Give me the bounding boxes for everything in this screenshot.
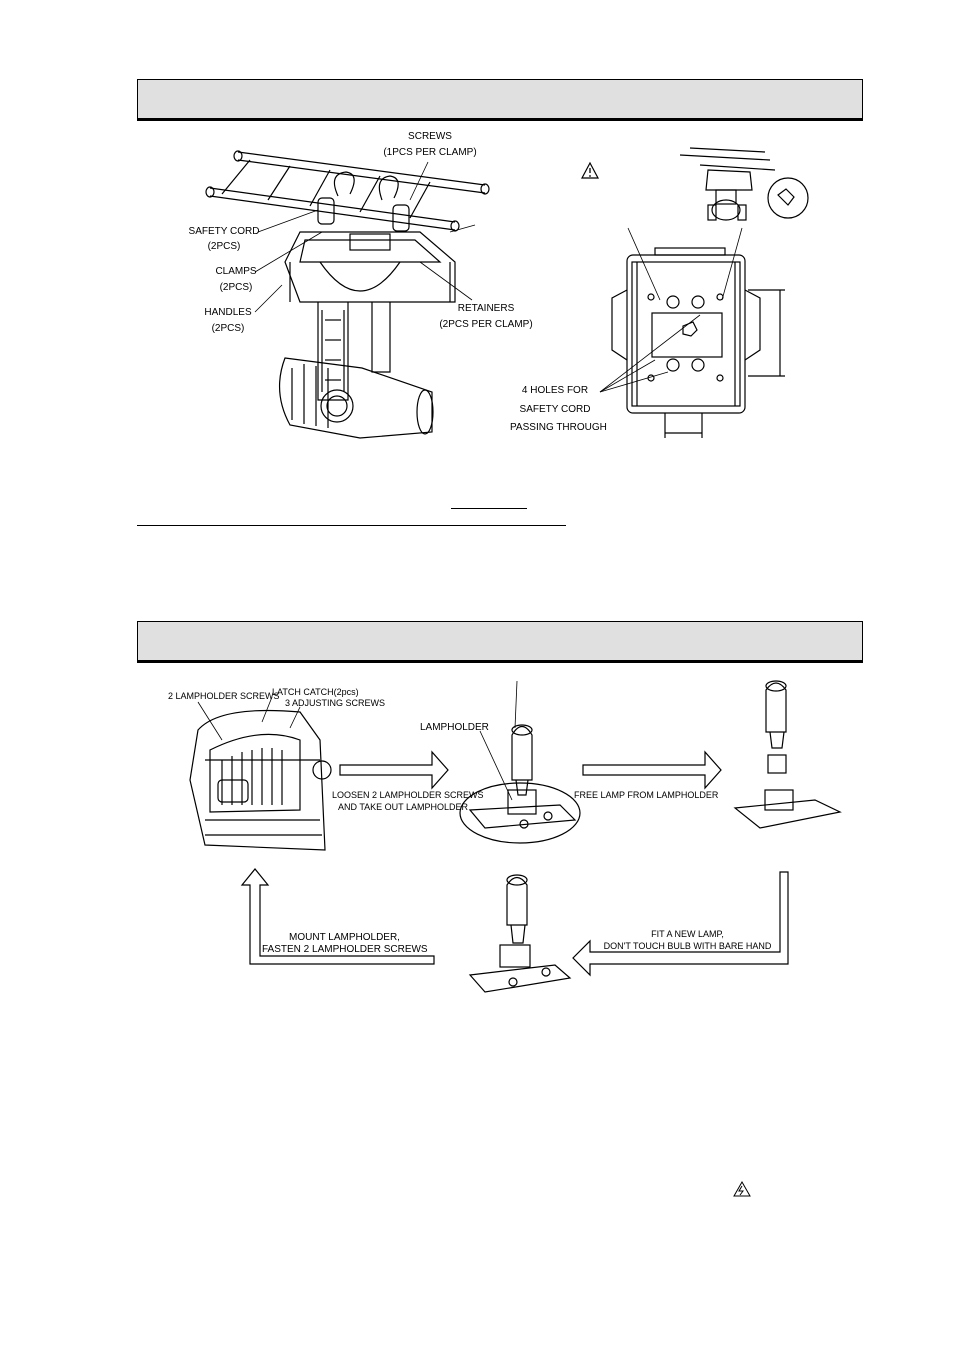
fixture-base-drawing <box>284 231 456 303</box>
truss-drawing <box>205 150 490 232</box>
label-screws-qty: (1PCS PER CLAMP) <box>383 147 477 158</box>
label-step-mount-1: MOUNT LAMPHOLDER, <box>289 932 400 943</box>
label-safety-cord: SAFETY CORD <box>188 226 260 237</box>
label-retainers-qty: (2PCS PER CLAMP) <box>439 319 533 330</box>
lampholder-drawing <box>459 724 581 844</box>
label-screws: SCREWS <box>408 131 452 142</box>
fig2-leader-lines <box>599 227 743 393</box>
fixture-head-drawing <box>278 357 434 439</box>
fixture-arm-drawing <box>317 302 391 401</box>
label-latch-catch: LATCH CATCH(2pcs) <box>272 687 359 697</box>
label-holes-1: 4 HOLES FOR <box>521 385 589 396</box>
lamp-removed-drawing <box>733 680 842 829</box>
label-clamps: CLAMPS <box>215 266 257 277</box>
arrow-right-1 <box>339 750 449 790</box>
section-header-lamp-replacement <box>137 621 863 663</box>
label-adjusting-screws: 3 ADJUSTING SCREWS <box>285 698 386 708</box>
underline-short <box>451 508 527 509</box>
label-step-fit-2: DON'T TOUCH BULB WITH BARE HAND <box>603 941 772 951</box>
fixture-rear-drawing <box>189 709 332 851</box>
label-handles-qty: (2PCS) <box>211 323 245 334</box>
section-header-installation <box>137 79 863 121</box>
arrow-right-2 <box>582 750 722 790</box>
label-safety-cord-qty: (2PCS) <box>207 241 241 252</box>
label-step-loosen-1: LOOSEN 2 LAMPHOLDER SCREWS <box>332 790 484 800</box>
label-holes-2: SAFETY CORD <box>519 404 591 415</box>
arrow-down-left <box>572 871 789 977</box>
label-retainers: RETAINERS <box>457 303 515 314</box>
label-handles: HANDLES <box>204 307 252 318</box>
clamps-drawing <box>317 171 410 232</box>
label-step-mount-2: FASTEN 2 LAMPHOLDER SCREWS <box>262 944 428 955</box>
small-rigging-drawing <box>679 147 809 221</box>
label-lampholder-screws: 2 LAMPHOLDER SCREWS <box>168 691 280 701</box>
lamp-fitted-drawing <box>468 874 572 993</box>
label-step-fit-1: FIT A NEW LAMP, <box>651 929 724 939</box>
label-step-free-lamp: FREE LAMP FROM LAMPHOLDER <box>574 790 719 800</box>
fixture-top-view-drawing <box>611 247 785 438</box>
arrow-up <box>240 868 435 965</box>
underline-long <box>137 525 566 526</box>
fig2-leader-lines-b <box>197 680 518 801</box>
fig1-leader-lines <box>254 161 476 313</box>
label-lampholder: LAMPHOLDER <box>420 722 489 733</box>
label-clamps-qty: (2PCS) <box>219 282 253 293</box>
label-step-loosen-2: AND TAKE OUT LAMPHOLDER <box>338 802 469 812</box>
label-holes-3: PASSING THROUGH <box>510 422 607 433</box>
